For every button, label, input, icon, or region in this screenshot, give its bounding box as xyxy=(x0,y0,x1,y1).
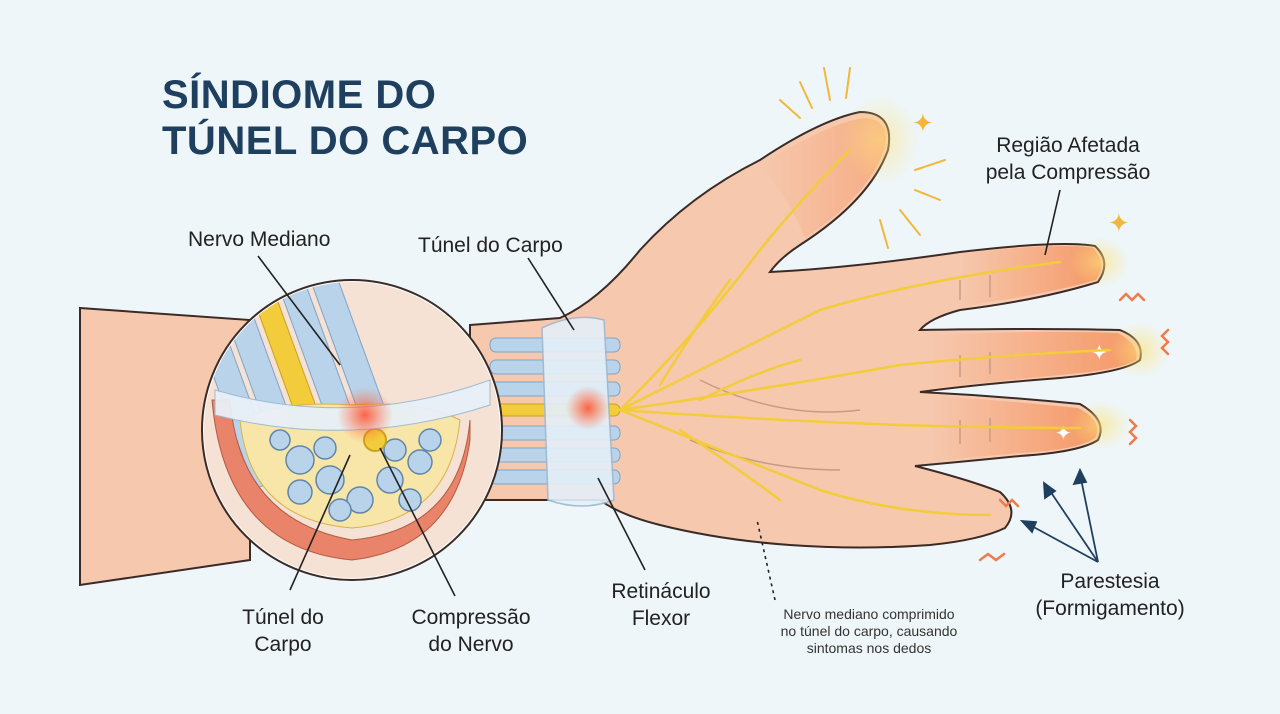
label-parestesia: Parestesia (Formigamento) xyxy=(1010,568,1210,622)
tingling-rays-icon xyxy=(779,67,946,249)
label-parestesia-line-2: (Formigamento) xyxy=(1035,597,1185,620)
explanatory-note: Nervo mediano comprimido no túnel do car… xyxy=(764,606,974,657)
label-compressao-line-1: Compressão xyxy=(411,606,531,629)
note-line-2: no túnel do carpo, causando xyxy=(780,623,958,639)
leader-lines xyxy=(257,189,1061,601)
label-regiao-afetada: Região Afetada pela Compressão xyxy=(968,132,1168,186)
sparkle-icon: ✦ xyxy=(912,109,934,139)
label-regiao-afetada-line-1: Região Afetada xyxy=(996,134,1140,157)
label-compressao-line-2: do Nervo xyxy=(428,633,514,656)
label-tunel-do-carpo-bottom-line-1: Túnel do xyxy=(242,606,324,629)
label-tunel-do-carpo-bottom-line-2: Carpo xyxy=(254,633,312,656)
page-title: SÍNDIOME DO TÚNEL DO CARPO xyxy=(162,72,528,164)
label-regiao-afetada-line-2: pela Compressão xyxy=(985,161,1151,184)
nerve-branches xyxy=(618,148,1112,517)
label-nervo-mediano: Nervo Mediano xyxy=(188,228,331,251)
label-retinaculo-flexor: Retináculo Flexor xyxy=(586,578,736,632)
parestesia-arrows xyxy=(1019,467,1099,563)
note-line-3: sintomas nos dedos xyxy=(806,640,932,656)
label-tunel-do-carpo-bottom: Túnel do Carpo xyxy=(218,604,348,658)
tingling-zigzag-icon xyxy=(978,292,1170,562)
label-compressao-do-nervo: Compressão do Nervo xyxy=(386,604,556,658)
label-tunel-do-carpo-top: Túnel do Carpo xyxy=(418,234,563,257)
label-parestesia-line-1: Parestesia xyxy=(1060,570,1160,593)
compression-hotspot xyxy=(566,386,610,430)
sparkle-icon: ✦ xyxy=(1055,421,1072,445)
sparkle-icon: ✦ xyxy=(1108,209,1130,239)
forearm xyxy=(79,306,251,587)
cross-section-inset xyxy=(201,279,503,581)
sparkle-icon: ✦ xyxy=(1090,341,1108,366)
label-retinaculo-line-1: Retináculo xyxy=(611,580,711,603)
note-line-1: Nervo mediano comprimido xyxy=(783,606,955,622)
title-line-2: TÚNEL DO CARPO xyxy=(162,119,529,163)
title-line-1: SÍNDIOME DO xyxy=(162,73,437,117)
label-retinaculo-line-2: Flexor xyxy=(631,607,691,630)
